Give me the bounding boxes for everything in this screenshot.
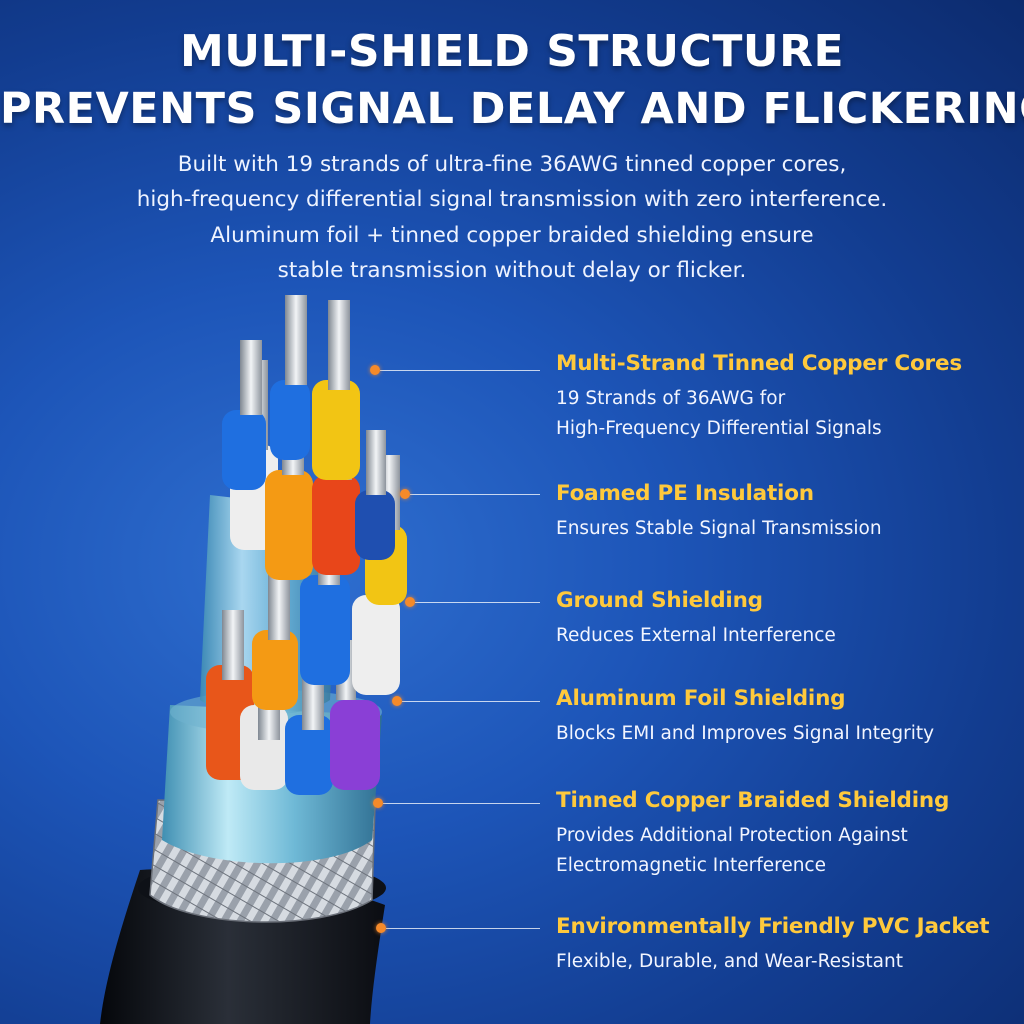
wire-red-2	[355, 430, 395, 560]
leader-line-foil	[402, 701, 540, 702]
intro-line-1: Built with 19 strands of ultra-fine 36AW…	[177, 152, 847, 177]
label-insulation: Foamed PE Insulation Ensures Stable Sign…	[556, 483, 1016, 544]
inner-wires	[206, 295, 407, 795]
intro-line-3: Aluminum foil + tinned copper braided sh…	[210, 223, 814, 248]
label-foil: Aluminum Foil Shielding Blocks EMI and I…	[556, 688, 1016, 749]
wire-yellow-1	[312, 300, 360, 480]
callout-dot-ground	[405, 597, 415, 607]
label-braid-desc-2: Electromagnetic Interference	[556, 854, 826, 876]
callout-dot-braid	[373, 798, 383, 808]
label-jacket: Environmentally Friendly PVC Jacket Flex…	[556, 916, 1016, 977]
label-braid: Tinned Copper Braided Shielding Provides…	[556, 790, 1016, 881]
wire-blue-3	[222, 340, 266, 490]
label-cores-desc-2: High-Frequency Differential Signals	[556, 417, 882, 439]
label-braid-title: Tinned Copper Braided Shielding	[556, 788, 950, 813]
leader-line-cores	[380, 370, 540, 371]
label-jacket-title: Environmentally Friendly PVC Jacket	[556, 914, 990, 939]
headline-line-1: MULTI-SHIELD STRUCTURE	[179, 26, 845, 77]
label-braid-desc-1: Provides Additional Protection Against	[556, 824, 908, 846]
label-foil-title: Aluminum Foil Shielding	[556, 686, 846, 711]
headline-line-2: PREVENTS SIGNAL DELAY AND FLICKERING	[0, 84, 1024, 134]
label-jacket-desc: Flexible, Durable, and Wear-Resistant	[556, 950, 903, 972]
label-insulation-desc: Ensures Stable Signal Transmission	[556, 517, 882, 539]
callout-dot-cores	[370, 365, 380, 375]
label-cores-desc-1: 19 Strands of 36AWG for	[556, 387, 786, 409]
label-foil-desc: Blocks EMI and Improves Signal Integrity	[556, 722, 935, 744]
intro-line-2: high-frequency differential signal trans…	[136, 187, 888, 212]
wire-blue-4	[270, 295, 310, 460]
callout-dot-jacket	[376, 923, 386, 933]
wire-orange-2	[252, 570, 298, 710]
label-ground: Ground Shielding Reduces External Interf…	[556, 590, 1016, 651]
label-cores: Multi-Strand Tinned Copper Cores 19 Stra…	[556, 353, 1016, 444]
leader-line-braid	[383, 803, 540, 804]
leader-line-insulation	[410, 494, 540, 495]
label-ground-title: Ground Shielding	[556, 588, 763, 613]
label-cores-title: Multi-Strand Tinned Copper Cores	[556, 351, 962, 376]
callout-dot-foil	[392, 696, 402, 706]
callout-dot-insulation	[400, 489, 410, 499]
label-ground-desc: Reduces External Interference	[556, 624, 836, 646]
intro-line-4: stable transmission without delay or fli…	[277, 258, 747, 283]
leader-line-ground	[415, 602, 540, 603]
leader-line-jacket	[386, 928, 540, 929]
label-insulation-title: Foamed PE Insulation	[556, 481, 814, 506]
